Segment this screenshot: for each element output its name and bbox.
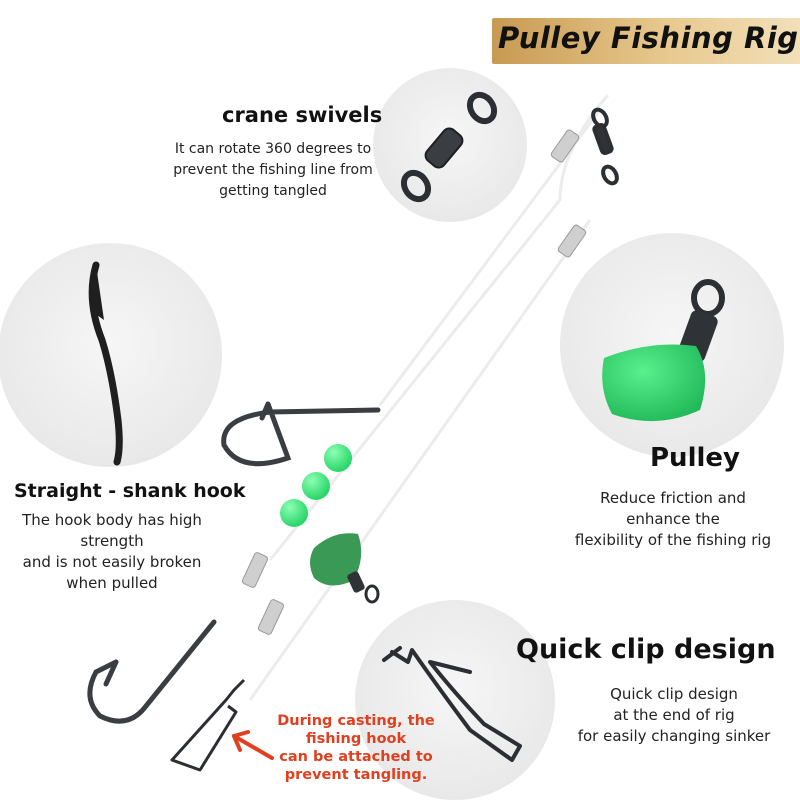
rig-swivel [591, 107, 619, 186]
clip-description-line: for easily changing sinker [577, 727, 771, 745]
pulley-description-line: flexibility of the fishing rig [574, 531, 772, 549]
clip-callout-circle [355, 600, 555, 800]
swivel-description-line: getting tangled [219, 183, 327, 199]
hook-detail-icon [88, 261, 123, 466]
luminous-bead [302, 472, 330, 500]
casting-note-line: prevent tangling. [284, 767, 428, 783]
luminous-bead [324, 444, 352, 472]
page-title: Pulley Fishing Rig [498, 21, 799, 55]
hook-description-line: when pulled [66, 574, 158, 592]
pulley-description-line: Reduce friction and [600, 489, 746, 507]
casting-note: During casting, the fishing hook can be … [266, 712, 446, 784]
title-banner [492, 18, 800, 64]
pulley-description: Reduce friction and enhance the flexibil… [556, 488, 790, 551]
luminous-bead [280, 499, 308, 527]
crane-swivel-icon [400, 91, 498, 203]
casting-note-line: fishing hook [305, 731, 407, 747]
swivel-description-line: prevent the fishing line from [173, 162, 373, 178]
pulley-heading: Pulley [650, 443, 740, 473]
clip-heading: Quick clip design [516, 634, 776, 665]
rig-lower-hook [87, 619, 217, 724]
rig-sleeves [241, 129, 587, 635]
clip-description-line: Quick clip design [610, 685, 738, 703]
hook-heading: Straight - shank hook [14, 480, 246, 502]
rig-upper-hook [221, 401, 381, 467]
hook-description-line: The hook body has high [22, 511, 202, 529]
hook-description-line: strength [80, 532, 144, 550]
swivel-heading: crane swivels [222, 103, 383, 127]
rig-pulley [310, 533, 380, 604]
rig-beads [280, 444, 352, 527]
hook-callout-circle [0, 243, 222, 467]
quick-clip-icon [382, 646, 522, 762]
casting-arrow-icon [232, 730, 274, 760]
swivel-description: It can rotate 360 degrees to prevent the… [160, 139, 386, 202]
swivel-description-line: It can rotate 360 degrees to [174, 141, 372, 157]
casting-note-line: During casting, the [277, 713, 435, 729]
clip-description: Quick clip design at the end of rig for … [560, 684, 788, 747]
pulley-description-line: enhance the [626, 510, 720, 528]
clip-description-line: at the end of rig [613, 706, 735, 724]
pulley-detail-icon [602, 279, 725, 422]
casting-note-line: can be attached to [279, 749, 433, 765]
hook-description-line: and is not easily broken [22, 553, 202, 571]
rig-snap-clip [170, 678, 246, 772]
hook-description: The hook body has high strength and is n… [0, 510, 224, 594]
